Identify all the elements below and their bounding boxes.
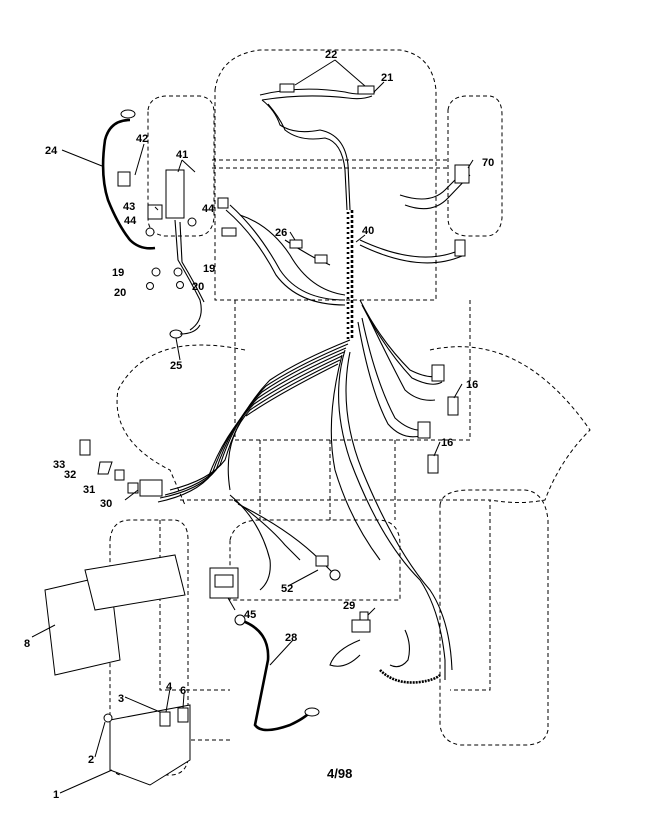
spring-clip: [79, 439, 91, 456]
fuse-connector: [314, 254, 328, 264]
callout-70: 70: [482, 157, 494, 169]
coiled-wire-loom: [346, 210, 354, 342]
callout-25: 25: [170, 360, 182, 372]
ground-cable: [101, 109, 156, 250]
fuse-holder: [289, 239, 303, 249]
headlight-bulb-right: [357, 85, 375, 95]
seat-switch-upper: [447, 396, 459, 416]
callout-30: 30: [100, 498, 112, 510]
tail-light-plug: [315, 555, 329, 567]
seat-switch-lower: [427, 454, 439, 474]
switch-nut: [147, 204, 163, 220]
bracket: [97, 461, 113, 475]
relay-block: [209, 567, 239, 599]
callout-32: 32: [64, 469, 76, 481]
right-headlight-connector: [359, 164, 471, 264]
ignition-plug: [217, 197, 229, 209]
engine-bracket: [84, 554, 186, 611]
ignition-switch: [165, 169, 185, 219]
right-connector-plug: [454, 164, 470, 184]
callout-19-left: 19: [112, 267, 124, 279]
pto-switch: [351, 619, 371, 633]
callout-42: 42: [136, 133, 148, 145]
battery-cable: [234, 614, 320, 732]
callout-20-right: 20: [192, 281, 204, 293]
washer-left: [145, 227, 155, 237]
rear-connector-assembly: [329, 611, 441, 684]
headlight-harness: [259, 83, 376, 211]
callout-41: 41: [176, 149, 188, 161]
callout-43: 43: [123, 201, 135, 213]
callout-20-left: 20: [114, 287, 126, 299]
callout-8: 8: [24, 638, 30, 650]
callout-26: 26: [275, 227, 287, 239]
rear-harness: [229, 349, 453, 680]
battery-terminal-top: [234, 614, 246, 626]
callout-44-left: 44: [124, 215, 137, 227]
callout-22: 22: [325, 49, 337, 61]
ignition-switch-area: [117, 169, 205, 339]
headlight-bulb-left: [279, 83, 295, 93]
callout-leaders: [31, 59, 474, 794]
brake-switch-connector: [139, 479, 163, 497]
callout-4: 4: [166, 681, 173, 693]
callout-52: 52: [281, 583, 293, 595]
left-upper-harness: [217, 197, 346, 306]
callout-28: 28: [285, 632, 297, 644]
nut-19-right: [173, 267, 183, 277]
engine-components: [44, 554, 191, 786]
right-lower-plug: [454, 239, 466, 257]
switch-plug-upper: [431, 364, 445, 382]
drawing-date-stamp: 4/98: [327, 766, 352, 781]
callout-19-right: 19: [203, 263, 215, 275]
key-cap: [117, 171, 131, 187]
callout-6: 6: [180, 685, 186, 697]
ground-eyelet: [120, 109, 136, 119]
battery-terminal-bottom: [304, 707, 320, 717]
solenoid-terminal-6: [177, 707, 189, 723]
tail-light-socket: [329, 569, 341, 581]
callout-16-lower: 16: [441, 437, 453, 449]
callout-29: 29: [343, 600, 355, 612]
callout-40: 40: [362, 225, 374, 237]
seat-switch-harness: [357, 299, 459, 474]
callout-16-upper: 16: [466, 379, 478, 391]
brake-switch: [127, 482, 139, 494]
solenoid-bolt: [103, 713, 113, 723]
callout-21: 21: [381, 72, 393, 84]
callout-24: 24: [45, 145, 58, 157]
bolt-20-right: [176, 281, 184, 289]
screw: [114, 469, 125, 481]
solenoid-terminal-4: [159, 711, 171, 727]
ignition-lead: [221, 227, 237, 237]
fuse-connectors: [284, 239, 331, 266]
callout-labels: 22 21 24 42 41 43 44 44 70 40 26 19 19 2…: [24, 49, 494, 801]
relay-face: [214, 574, 234, 588]
pto-switch-cap: [359, 611, 369, 621]
nut-19-left: [151, 267, 161, 277]
callout-44-right: 44: [202, 203, 215, 215]
callout-3: 3: [118, 693, 124, 705]
callout-33: 33: [53, 459, 65, 471]
switch-plug-lower: [417, 421, 431, 439]
callout-1: 1: [53, 789, 59, 801]
callout-31: 31: [83, 484, 95, 496]
washer-right: [187, 217, 197, 227]
brake-switch-area: [79, 439, 163, 497]
main-trunk-harness: [157, 339, 351, 503]
callout-45: 45: [244, 609, 256, 621]
callout-2: 2: [88, 754, 94, 766]
bolt-20-left: [146, 282, 154, 290]
